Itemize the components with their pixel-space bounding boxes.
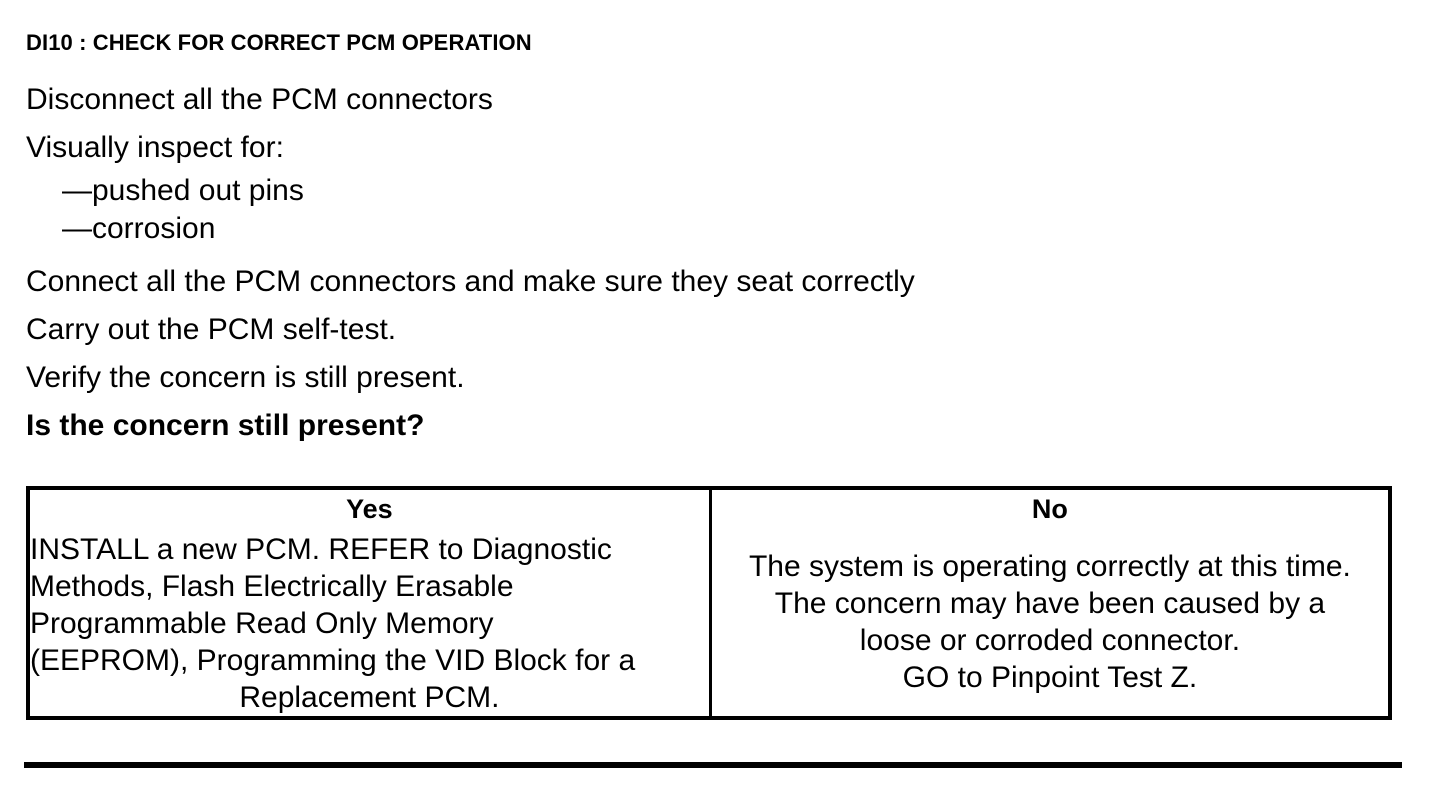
decision-table: Yes No INSTALL a new PCM. REFER to Diagn… xyxy=(26,486,1392,720)
section-divider-rule xyxy=(24,762,1402,768)
yes-action-line-1: INSTALL a new PCM. REFER to Diagnostic xyxy=(30,533,612,566)
table-header-row: Yes No xyxy=(30,490,1388,528)
instruction-line-disconnect: Disconnect all the PCM connectors xyxy=(26,83,493,116)
decision-question: Is the concern still present? xyxy=(26,409,425,442)
table-cell-no-action: The system is operating correctly at thi… xyxy=(710,528,1388,716)
instruction-line-verify: Verify the concern is still present. xyxy=(26,361,465,394)
no-action-line-1: The system is operating correctly at thi… xyxy=(748,550,1351,583)
instruction-line-self-test: Carry out the PCM self-test. xyxy=(26,313,397,346)
table-cell-yes-action: INSTALL a new PCM. REFER to Diagnostic M… xyxy=(30,528,712,716)
no-action-line-3: loose or corroded connector. xyxy=(859,624,1241,657)
yes-action-line-3: Programmable Read Only Memory xyxy=(30,607,494,640)
yes-action-line-4: (EEPROM), Programming the VID Block for … xyxy=(30,644,636,677)
instruction-subitem-pushed-out-pins: —pushed out pins xyxy=(62,174,304,207)
table-row: INSTALL a new PCM. REFER to Diagnostic M… xyxy=(30,528,1388,716)
no-action-line-2: The concern may have been caused by a xyxy=(774,587,1326,620)
yes-action-line-5: Replacement PCM. xyxy=(239,681,500,714)
yes-action-line-2: Methods, Flash Electrically Erasable xyxy=(30,570,514,603)
instruction-subitem-corrosion: —corrosion xyxy=(62,212,216,245)
table-header-yes: Yes xyxy=(30,490,712,528)
table-header-no: No xyxy=(1031,494,1068,524)
page-title: DI10 : CHECK FOR CORRECT PCM OPERATION xyxy=(26,30,532,55)
instruction-list: Disconnect all the PCM connectors Visual… xyxy=(26,76,1366,450)
no-action-line-4: GO to Pinpoint Test Z. xyxy=(902,661,1198,694)
instruction-line-connect: Connect all the PCM connectors and make … xyxy=(26,265,915,298)
instruction-line-visually-inspect: Visually inspect for: xyxy=(26,131,284,164)
